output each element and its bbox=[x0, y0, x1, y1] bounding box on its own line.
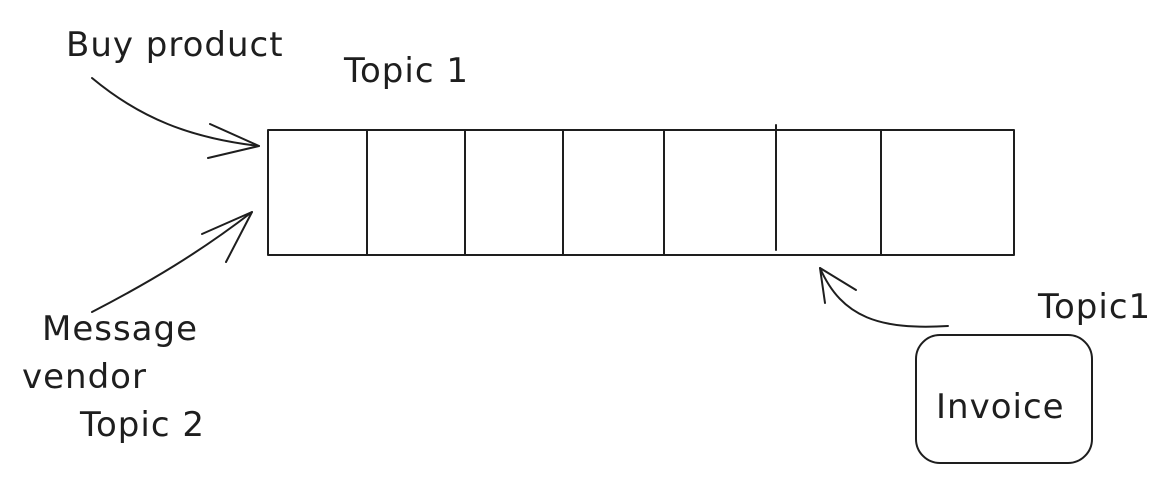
arrow-shaft bbox=[91, 211, 253, 313]
invoice-label: Invoice bbox=[936, 387, 1065, 427]
arrow-shaft bbox=[91, 77, 260, 147]
topic2-label: Topic 2 bbox=[79, 405, 205, 445]
arrow-head bbox=[819, 267, 857, 304]
arrow-head bbox=[207, 123, 260, 159]
message-vendor-label-line1: Message bbox=[42, 309, 198, 349]
topic-queue bbox=[267, 124, 1015, 256]
arrow-head bbox=[201, 211, 253, 263]
buy-product-arrow bbox=[91, 77, 260, 159]
arrow-shaft bbox=[819, 267, 949, 328]
buy-product-label: Buy product bbox=[66, 25, 284, 65]
message-vendor-arrow bbox=[91, 211, 253, 313]
invoice-arrow bbox=[819, 267, 949, 328]
topic1-invoice-label: Topic1 bbox=[1037, 287, 1151, 327]
queue-outline bbox=[267, 129, 1015, 256]
invoice-box bbox=[915, 334, 1093, 464]
topic1-label: Topic 1 bbox=[343, 51, 469, 91]
message-vendor-label-line2: vendor bbox=[22, 357, 147, 397]
